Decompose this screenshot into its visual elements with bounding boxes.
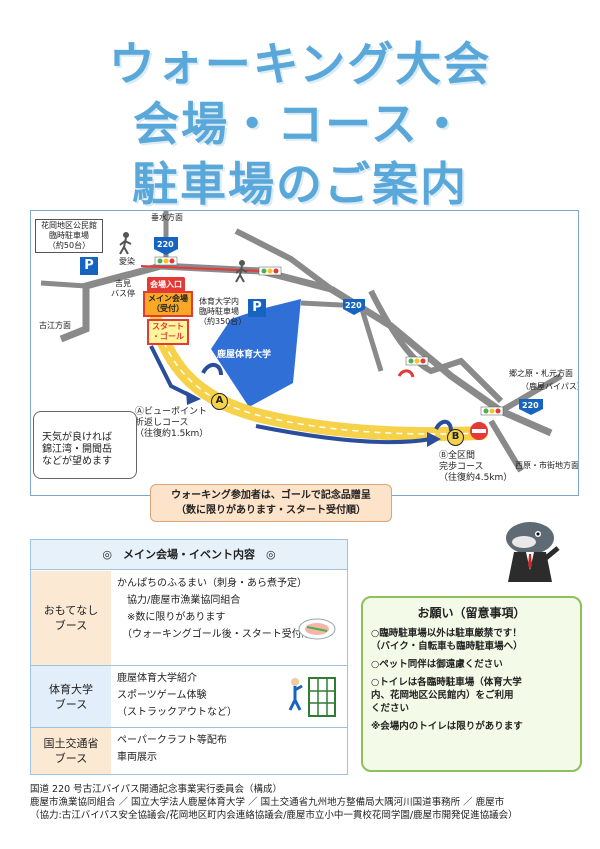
event-row-hospitality: おもてなし ブース かんぱちのふるまい（刺身・あら煮予定） 協力/鹿屋市漁業協同… [31,571,347,666]
road-south [488,419,524,473]
campus-area [211,299,301,407]
event-row-content: 鹿屋体育大学紹介 スポーツゲーム体験 （ストラックアウトなど） [117,673,237,718]
strike-out-game-icon [288,677,336,717]
point-b-marker: B [447,429,464,446]
event-heading: ◎ メイン会場・イベント内容 ◎ [31,540,347,570]
route-220-label-east: 220 [522,401,539,410]
route-220-label-mid: 220 [345,301,362,310]
title-line-1: ウォーキング大会 [108,37,492,91]
request-item: ※会場内のトイレは限りがあります [371,721,523,732]
hanaoka-parking-label: 花岡地区公民館 臨時駐車場 （約50台） [35,219,103,253]
parking-icon-univ: P [248,299,266,317]
u-turn-icon-red [397,369,415,378]
univ-parking-label: 体育大学内臨時駐車場（約350台） [199,297,247,326]
event-row-mlit: 国土交通省 ブース ペーパークラフト等配布 車両展示 [31,728,347,774]
event-row-label: 国土交通省 ブース [31,728,111,774]
event-row-label: おもてなし ブース [31,571,111,665]
u-turn-icon-b [434,419,453,432]
footer-line: 国道 220 号古江バイパス開通記念事業実行委員会（構成） [30,784,282,795]
course-map: 花岡地区公民館 臨時駐車場 （約50台） P 垂水方面 220 愛染 吉見バス停… [30,210,579,496]
traffic-light-3 [405,356,429,366]
event-panel: ◎ メイン会場・イベント内容 ◎ おもてなし ブース かんぱちのふるまい（刺身・… [30,539,348,775]
sashimi-plate-icon [298,618,336,640]
request-item: ○トイレは各臨時駐車場（体育大学内、花岡地区公民館内）をご利用ください [371,677,522,714]
main-venue-label: メイン会場（受付） [143,291,193,317]
mascot-illustration [506,522,560,582]
venue-entrance-label: 会場入口 [147,277,185,292]
event-row-content: かんぱちのふるまい（刺身・あら煮予定） 協力/鹿屋市漁業協同組合 ※数に限りがあ… [117,578,322,640]
road-bypass [329,286,553,437]
title-line-3: 駐車場のご案内 [132,157,468,211]
arrow-to-a [149,345,192,398]
route-220-shield-mid [343,299,365,315]
parking-icon-hanaoka: P [80,257,98,275]
route-220-label-north: 220 [157,240,174,249]
univ-name-label: 鹿屋体育大学 [217,350,272,360]
view-point-label: Ⓐビューポイント折返しコース（往復約1.5km） [135,407,209,439]
request-title: お願い（留意事項） [417,606,526,620]
footer-line: 鹿屋市漁業協同組合 ／ 国立大学法人鹿屋体育大学 ／ 国土交通省九州地方整備局大… [30,797,505,808]
route-220-shield-east [519,399,543,415]
event-row-label: 体育大学 ブース [31,666,111,727]
yoshimi-stop-label: 吉見バス停 [111,279,135,298]
full-course-label: Ⓑ全区間完歩コース（往復約4.5km） [439,451,513,483]
furue-label: 古江方面 [39,321,71,330]
route-220-shield-north [154,237,178,255]
pedestrian-icon-1 [119,232,132,255]
traffic-light-2 [258,266,282,276]
traffic-light-4 [480,406,504,416]
start-goal-label: スタート・ゴール [147,319,189,345]
footer-line: （協力:古江バイパス安全協議会/花岡地区町内会連絡協議会/鹿屋市立小中一貫校花岡… [30,810,518,821]
road-east [368,289,504,404]
organizers-footer: 国道 220 号古江バイパス開通記念事業実行委員会（構成） 鹿屋市漁業協同組合 … [30,783,590,822]
nishihara-label: 西原・市街地方面 [515,461,579,470]
souvenir-notice: ウォーキング参加者は、ゴールで記念品贈呈 （数に限りがあります・スタート受付順） [150,484,392,522]
point-a-marker: A [211,393,228,410]
aizen-label: 愛染 [119,257,135,266]
request-item: ○臨時駐車場以外は駐車厳禁です！（バイク・自転車も臨時駐車場へ） [371,628,523,652]
title-line-2: 会場・コース・ [133,97,467,151]
event-row-content: ペーパークラフト等配布 車両展示 [117,735,227,763]
road-left [40,280,87,289]
traffic-light-1 [154,256,178,266]
request-panel: お願い（留意事項） ○臨時駐車場以外は駐車厳禁です！（バイク・自転車も臨時駐車場… [361,596,582,772]
map-drawing [40,211,563,473]
scenery-callout: 天気が良ければ 錦江湾・開聞岳 などが望めます [33,411,137,479]
event-row-university: 体育大学 ブース 鹿屋体育大学紹介 スポーツゲーム体験 （ストラックアウトなど） [31,666,347,728]
gonohara-label: 郷之原・札元方面 [509,369,573,378]
road-gonohara [499,373,563,414]
tarumizu-label: 垂水方面 [151,213,183,222]
course-dash [155,320,482,435]
bypass-label: （鹿屋バイパス） [521,382,579,391]
u-turn-icon-a [201,363,223,376]
arrow-to-b [255,424,432,445]
pedestrian-icon-2 [235,260,248,283]
request-item: ○ペット同伴は御遠慮ください [371,659,503,670]
road-north [234,228,333,292]
